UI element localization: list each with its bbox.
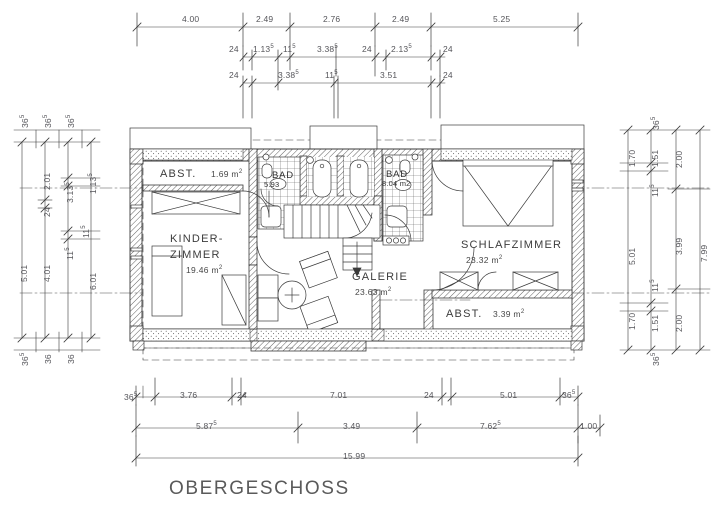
bottom-dimension-lines: [131, 377, 605, 467]
dim-left-mid-0: 2.01: [42, 172, 52, 190]
dim-bot3-0: 15.99: [343, 451, 366, 461]
dim-right-b-0: 1.51: [650, 149, 660, 167]
dim-right-c-0: 2.00: [674, 150, 684, 168]
dim-left-inner-2: 6.01: [88, 272, 98, 290]
building-walls: [129, 124, 585, 361]
room-area-abst-right: 3.39 m2: [493, 309, 525, 319]
room-label-kinderzimmer-1: KINDER-: [170, 233, 224, 245]
dim-top1-3: 2.49: [392, 14, 410, 24]
dim-right-b-3: 1.51: [650, 314, 660, 332]
dim-top1-4: 5.25: [493, 14, 511, 24]
dim-top2-2: 115: [283, 44, 296, 54]
dim-bot2-3: 1.00: [580, 421, 598, 431]
dim-right-top-tick: 365: [651, 116, 661, 130]
dim-bot1-5: 5.01: [500, 390, 518, 400]
dim-right-c-2: 2.00: [674, 314, 684, 332]
dim-bot2-1: 3.49: [343, 421, 361, 431]
dim-left-inner2-1: 115: [81, 225, 91, 238]
room-area-schlafzimmer: 23.32 m2: [466, 255, 503, 265]
drawing-title: OBERGESCHOSS: [169, 478, 350, 499]
dim-left-mid-2: 4.01: [42, 264, 52, 282]
dim-bot1-6: 365: [562, 390, 576, 400]
dim-bot1-3: 7.01: [330, 390, 348, 400]
dim-left-inner-0: 3.135: [65, 182, 75, 203]
dim-right-d-0: 7.99: [699, 244, 709, 262]
room-label-bad-left: BAD: [272, 170, 294, 181]
room-area-galerie: 23.63 m2: [355, 287, 392, 297]
room-area-kinderzimmer: 19.46 m2: [186, 265, 223, 275]
dim-right-b-2: 115: [650, 279, 660, 292]
dim-bot1-4: 24: [424, 390, 434, 400]
dim-top2-0: 24: [229, 44, 239, 54]
dim-left-mid-1: 24: [42, 207, 52, 217]
dim-top1-2: 2.76: [323, 14, 341, 24]
dim-right-b-1: 115: [650, 184, 660, 197]
dim-top3-3: 3.51: [380, 70, 398, 80]
top-dimension-lines: [132, 12, 583, 119]
dim-top3-0: 24: [229, 70, 239, 80]
dim-left-top-2: 365: [66, 114, 76, 128]
room-label-abst-left: ABST.: [160, 168, 197, 180]
dim-left-inner2-0: 1.135: [88, 173, 98, 194]
room-label-galerie: GALERIE: [352, 271, 409, 283]
dim-right-bot-tick: 365: [651, 352, 661, 366]
dim-top3-1: 3.385: [278, 70, 299, 80]
room-area-bad-right: 8.04 m2: [382, 179, 411, 188]
dim-top2-3: 3.385: [317, 44, 338, 54]
dim-right-a-2: 1.70: [627, 312, 637, 330]
dim-right-a-1: 5.01: [627, 247, 637, 265]
room-label-abst-right: ABST.: [446, 308, 483, 320]
room-label-schlafzimmer: SCHLAFZIMMER: [461, 239, 563, 251]
dim-top1-1: 2.49: [256, 14, 274, 24]
dim-left-bot-2: 36: [66, 354, 76, 364]
dim-top3-2: 115: [325, 70, 338, 80]
dim-top2-5: 2.135: [391, 44, 412, 54]
room-label-bad-right: BAD: [386, 169, 408, 180]
right-dimension-lines: [619, 125, 711, 355]
dim-left-inner-1: 115: [65, 247, 75, 260]
dim-top3-4: 24: [443, 70, 453, 80]
dim-left-outer-0: 5.01: [19, 264, 29, 282]
room-area-bad-left: 5.93: [264, 180, 280, 189]
dim-bot1-0: 365: [124, 392, 138, 402]
room-label-kinderzimmer-2: ZIMMER: [170, 249, 221, 261]
dim-top2-4: 24: [362, 44, 372, 54]
dim-right-c-1: 3.99: [674, 237, 684, 255]
dim-bot2-0: 5.875: [196, 421, 217, 431]
dim-right-a-0: 1.70: [627, 149, 637, 167]
dim-left-top-1: 365: [43, 114, 53, 128]
dim-bot1-1: 3.76: [180, 390, 198, 400]
dim-bot1-2: 24: [237, 390, 247, 400]
dim-left-bot-1: 36: [43, 354, 53, 364]
dim-top1-0: 4.00: [182, 14, 200, 24]
dim-top2-1: 1.135: [253, 44, 274, 54]
dim-bot2-2: 7.625: [480, 421, 501, 431]
dim-left-top-0: 365: [20, 114, 30, 128]
room-area-abst-left: 1.69 m2: [211, 169, 243, 179]
dim-top2-6: 24: [443, 44, 453, 54]
left-dimension-lines: [13, 129, 101, 353]
dim-left-bot-0: 365: [20, 352, 30, 366]
